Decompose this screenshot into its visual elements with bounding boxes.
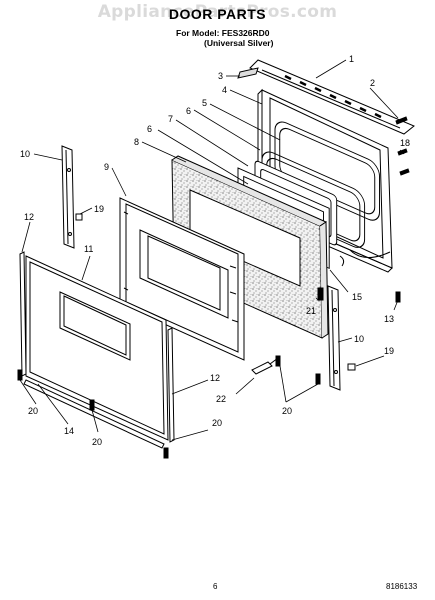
part-15 [339,255,345,267]
callout-19-left: 19 [94,204,104,214]
callout-20a: 20 [28,406,38,416]
callout-6b: 6 [147,124,152,134]
callout-20b: 20 [92,437,102,447]
callout-14: 14 [64,426,74,436]
part-21 [317,287,324,301]
callout-1: 1 [349,54,354,64]
part-bottom-trim [23,379,165,449]
watermark: AppliancePartsPros.com [97,2,338,22]
page-title: DOOR PARTS [168,6,267,22]
callout-7: 7 [168,114,173,124]
model-line: For Model: FES326RD0 [176,28,270,38]
callout-15: 15 [352,292,362,302]
part-screws-18 [397,148,410,176]
callout-5: 5 [202,98,207,108]
callout-12-left: 12 [24,212,34,222]
part-hinge-right [327,285,341,391]
callout-6a: 6 [186,106,191,116]
callout-11: 11 [84,244,93,254]
part-screw-2 [395,116,408,125]
callout-labels: 1 2 3 4 5 6 6 7 8 9 10 10 11 12 12 13 14… [20,54,410,447]
callout-3: 3 [218,71,223,81]
color-line: (Universal Silver) [204,38,274,48]
part-vent-trim [249,59,415,135]
callout-13: 13 [384,314,394,324]
callout-2: 2 [370,78,375,88]
part-13 [395,291,401,303]
callout-21: 21 [306,306,316,316]
callout-18: 18 [400,138,410,148]
page-number: 6 [213,582,218,591]
part-hinge-left [61,145,75,249]
callout-20c: 20 [212,418,222,428]
callout-12-right: 12 [210,373,220,383]
part-side-trim-left [19,251,27,377]
part-side-trim-right [167,327,175,443]
part-insulation [171,155,329,339]
callout-4: 4 [222,85,227,95]
part-outer-door-panel [25,255,169,441]
part-clip-19-left [75,213,83,221]
part-clip-19-right [347,363,356,371]
callout-10-left: 10 [20,149,30,159]
part-door-frame [119,197,245,361]
callout-22: 22 [216,394,226,404]
leader-lines [19,59,405,441]
callout-10-right: 10 [354,334,364,344]
part-22 [251,357,279,375]
callout-8: 8 [134,137,139,147]
document-number: 8186133 [386,582,418,591]
callout-19-right: 19 [384,346,394,356]
callout-20d: 20 [282,406,292,416]
part-small-strip [237,67,259,79]
callout-9: 9 [104,162,109,172]
